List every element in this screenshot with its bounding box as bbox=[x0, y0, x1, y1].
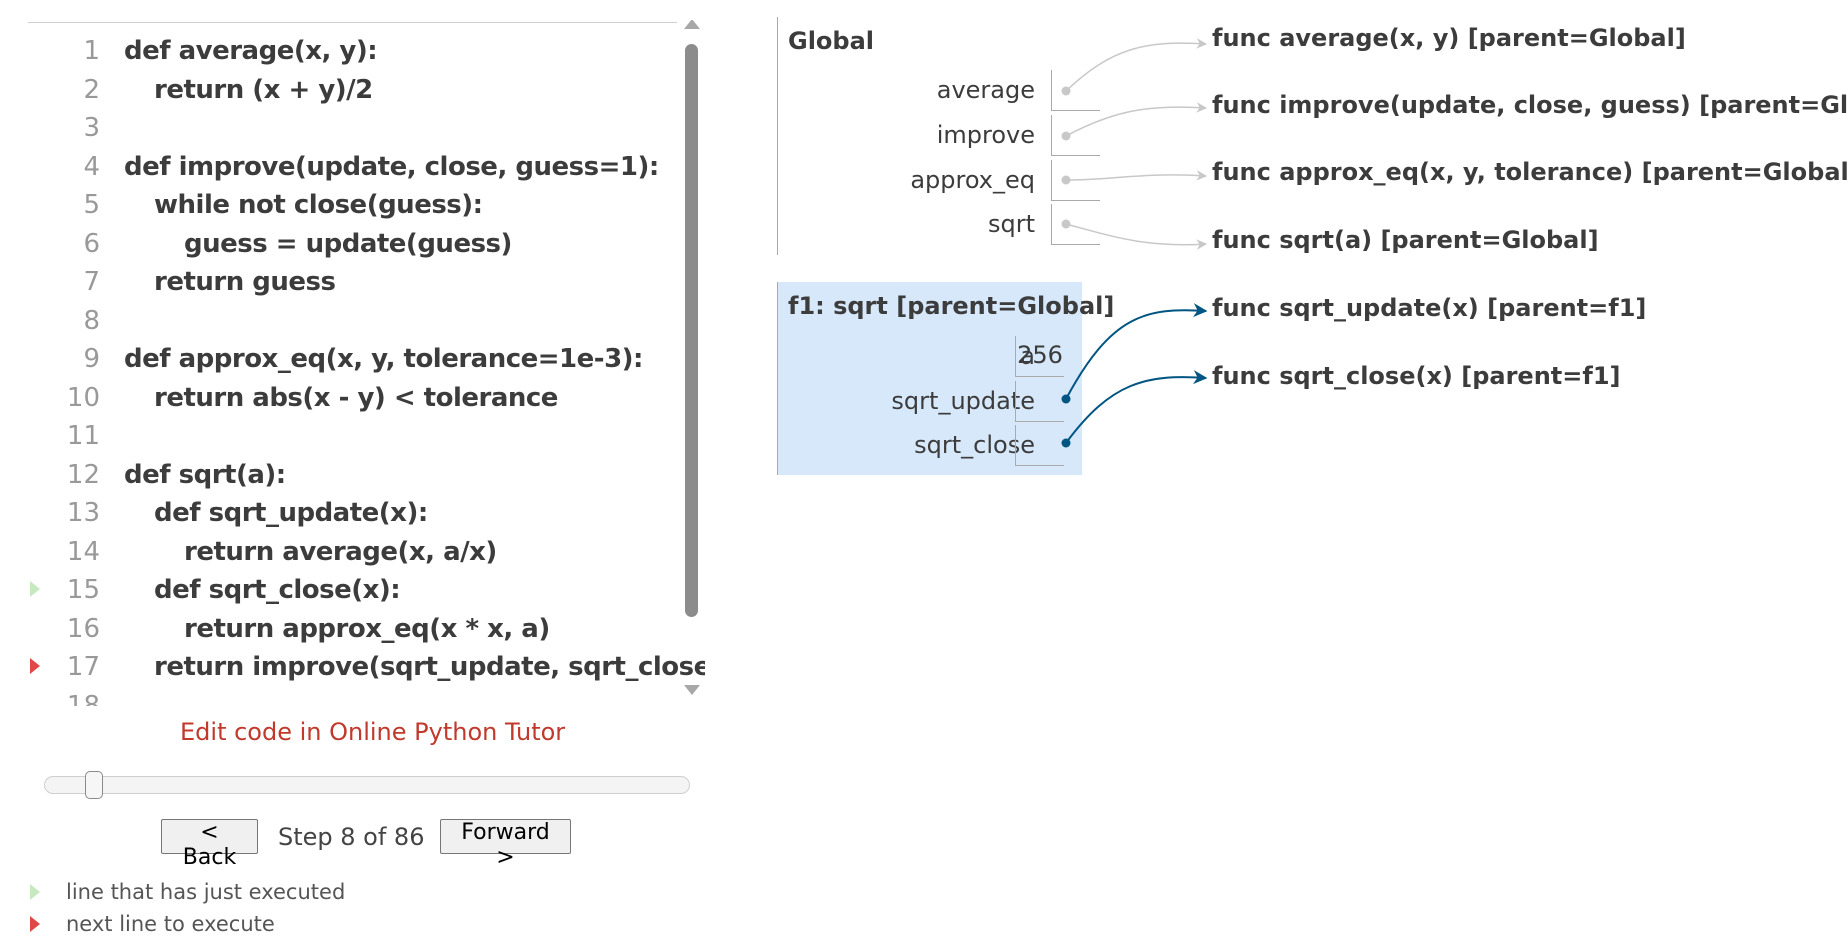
variable-name: average bbox=[936, 76, 1035, 104]
code-text: def average(x, y): bbox=[124, 36, 378, 66]
code-text: guess = update(guess) bbox=[184, 228, 512, 259]
variable-name: sqrt_close bbox=[914, 431, 1035, 459]
scroll-down-arrow-icon[interactable] bbox=[684, 685, 700, 695]
arrow-gutter bbox=[30, 119, 40, 135]
function-object: func average(x, y) [parent=Global] bbox=[1212, 24, 1686, 52]
edit-code-link[interactable]: Edit code in Online Python Tutor bbox=[180, 718, 566, 746]
green-arrow-icon bbox=[30, 581, 40, 597]
arrow-gutter bbox=[30, 543, 40, 559]
arrow-gutter bbox=[30, 312, 40, 328]
line-number: 14 bbox=[66, 536, 100, 567]
code-text: return average(x, a/x) bbox=[184, 536, 497, 567]
frame-title: f1: sqrt [parent=Global] bbox=[788, 292, 1115, 320]
arrow-gutter bbox=[30, 427, 40, 443]
code-scrollbar[interactable] bbox=[682, 20, 702, 706]
code-text: return approx_eq(x * x, a) bbox=[184, 613, 550, 644]
function-object: func improve(update, close, guess) [pare… bbox=[1212, 91, 1848, 119]
variable-value bbox=[1051, 115, 1100, 156]
arrow-gutter bbox=[30, 466, 40, 482]
line-number: 18 bbox=[66, 690, 100, 707]
arrow-gutter bbox=[30, 389, 40, 405]
function-object: func approx_eq(x, y, tolerance) [parent=… bbox=[1212, 158, 1848, 186]
function-object: func sqrt_close(x) [parent=f1] bbox=[1212, 362, 1621, 390]
variable-name: sqrt bbox=[987, 210, 1035, 238]
variable-name: a bbox=[1020, 342, 1035, 370]
line-number: 10 bbox=[66, 382, 100, 413]
arrow-gutter bbox=[30, 235, 40, 251]
function-object: func sqrt(a) [parent=Global] bbox=[1212, 226, 1599, 254]
code-text: return guess bbox=[154, 267, 336, 297]
red-arrow-icon bbox=[30, 916, 40, 932]
scroll-thumb[interactable] bbox=[685, 44, 698, 617]
line-number: 5 bbox=[83, 190, 100, 220]
scroll-up-arrow-icon[interactable] bbox=[684, 20, 700, 29]
code-text: return abs(x - y) < tolerance bbox=[154, 382, 558, 413]
line-number: 4 bbox=[83, 151, 100, 182]
variable-value bbox=[1051, 204, 1100, 245]
line-number: 7 bbox=[83, 267, 100, 297]
legend-next-line-label: next line to execute bbox=[66, 912, 275, 936]
variable-value bbox=[1051, 160, 1100, 201]
arrow-gutter bbox=[30, 504, 40, 520]
frame-title: Global bbox=[788, 27, 875, 55]
code-text: def sqrt_update(x): bbox=[154, 498, 428, 528]
arrow-gutter bbox=[30, 697, 40, 707]
step-counter: Step 8 of 86 bbox=[278, 823, 425, 851]
line-number: 9 bbox=[83, 344, 100, 374]
step-slider[interactable] bbox=[44, 771, 690, 799]
variable-value: 256 bbox=[1015, 336, 1064, 377]
line-number: 6 bbox=[83, 228, 100, 259]
line-number: 15 bbox=[66, 575, 100, 605]
code-text: def sqrt_close(x): bbox=[154, 575, 401, 605]
variable-value bbox=[1015, 425, 1064, 466]
code-text: def sqrt(a): bbox=[124, 459, 286, 490]
code-text: return improve(sqrt_update, sqrt_close) bbox=[154, 652, 705, 682]
code-text: def improve(update, close, guess=1): bbox=[124, 151, 659, 182]
variable-name: sqrt_update bbox=[891, 387, 1035, 415]
forward-button[interactable]: Forward > bbox=[440, 819, 571, 870]
line-number: 2 bbox=[83, 74, 100, 105]
line-number: 12 bbox=[66, 459, 100, 490]
code-text: def approx_eq(x, y, tolerance=1e-3): bbox=[124, 344, 643, 374]
pointer-arrow bbox=[1065, 303, 1208, 400]
variable-value bbox=[1051, 70, 1100, 111]
code-text: return (x + y)/2 bbox=[154, 74, 373, 105]
line-number: 8 bbox=[83, 305, 100, 336]
variable-name: approx_eq bbox=[910, 166, 1035, 194]
function-object: func sqrt_update(x) [parent=f1] bbox=[1212, 294, 1647, 322]
arrow-gutter bbox=[30, 42, 40, 58]
slider-handle[interactable] bbox=[85, 771, 104, 799]
arrow-gutter bbox=[30, 620, 40, 636]
arrow-gutter bbox=[30, 196, 40, 212]
arrow-gutter bbox=[30, 158, 40, 174]
arrow-gutter bbox=[30, 81, 40, 97]
line-number: 13 bbox=[66, 498, 100, 528]
pointer-arrow bbox=[1065, 370, 1208, 444]
variable-name: improve bbox=[936, 121, 1035, 149]
variable-value bbox=[1015, 381, 1064, 422]
line-number: 17 bbox=[66, 652, 100, 682]
line-number: 11 bbox=[66, 421, 100, 451]
code-top-divider bbox=[28, 22, 677, 23]
legend-just-executed-label: line that has just executed bbox=[66, 880, 346, 904]
line-number: 1 bbox=[83, 36, 100, 66]
back-button[interactable]: < Back bbox=[161, 819, 258, 870]
arrow-gutter bbox=[30, 350, 40, 366]
line-number: 16 bbox=[66, 613, 100, 644]
green-arrow-icon bbox=[30, 884, 40, 900]
line-number: 3 bbox=[83, 113, 100, 143]
arrow-gutter bbox=[30, 273, 40, 289]
code-text: while not close(guess): bbox=[154, 190, 483, 220]
red-arrow-icon bbox=[30, 658, 40, 674]
code-display[interactable]: 1 def average(x, y): 2 return (x + y)/2 3 4 de… bbox=[0, 20, 705, 706]
